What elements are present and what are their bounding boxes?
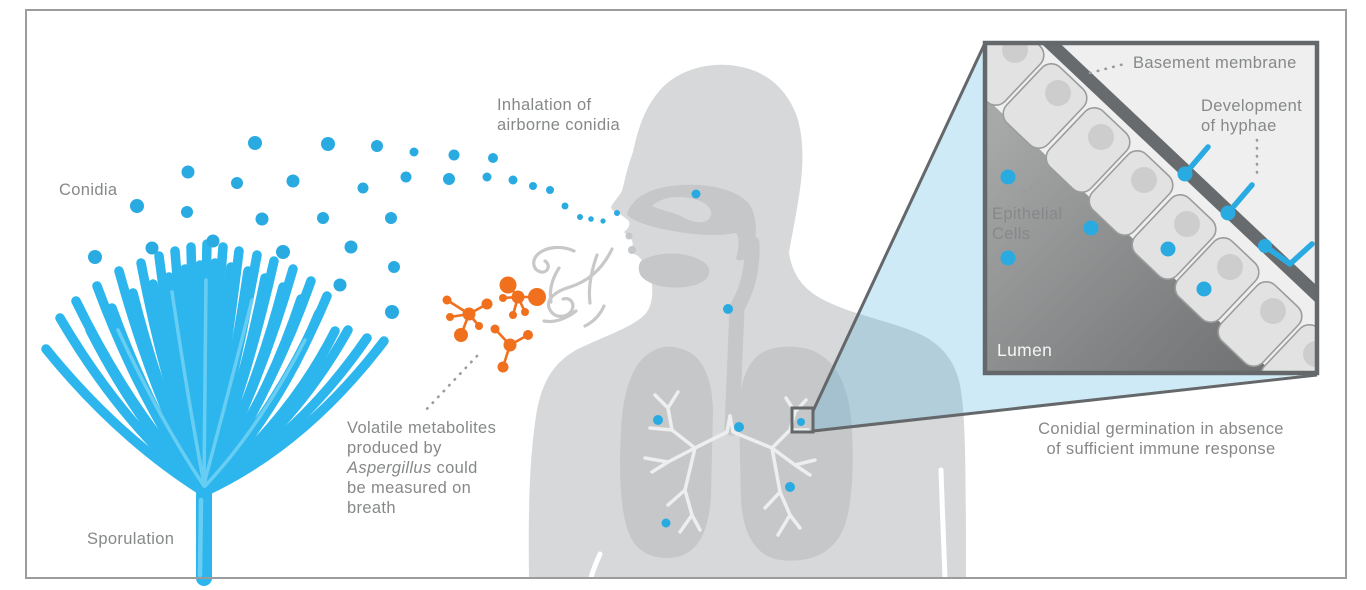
conidia-cloud-dots (88, 136, 460, 319)
hypha-icon (1262, 241, 1315, 267)
zoom-source-box (790, 406, 815, 434)
bronchial-tree-icon (643, 390, 817, 537)
hyphae-icons (1182, 144, 1315, 267)
sporulation-structure-icon (41, 239, 389, 586)
lungs-icon (620, 346, 853, 561)
hypha-icon (1225, 182, 1255, 216)
right-arm-crevice (938, 467, 948, 581)
tongue-icon (638, 253, 710, 288)
molecule-cluster-top (499, 276, 546, 319)
body-conidia-dots (653, 189, 805, 528)
metabolite-molecules-icon (442, 276, 546, 373)
inset-panel (982, 40, 1320, 376)
hypha-icon (1182, 144, 1211, 177)
figure-frame (25, 9, 1347, 579)
turbinate-icon (652, 197, 712, 223)
epithelial-cells-label: Epithelial Cells (992, 205, 1063, 243)
cell-nuclei (1002, 43, 1317, 367)
conidia-trail-dots (482, 153, 620, 224)
molecule-cluster-left (442, 295, 493, 342)
development-of-hyphae-label: Development of hyphae (1201, 97, 1303, 135)
basement-membrane-label: Basement membrane (1133, 54, 1297, 72)
conidia-label: Conidia (59, 181, 118, 199)
pharynx-trachea-icon (724, 235, 760, 436)
inset-caption: Conidial germination in absence of suffi… (1038, 420, 1284, 458)
sporulation-label: Sporulation (87, 530, 175, 548)
inset-border (982, 40, 1320, 376)
upper-lip-icon (625, 232, 633, 240)
basement-leader-dots (1088, 61, 1130, 75)
airway-icon (625, 184, 760, 436)
breath-swirl-icon (532, 245, 614, 328)
lower-lip-icon (628, 246, 636, 254)
left-arm-crevice (588, 551, 603, 581)
molecule-cluster-bottom (490, 324, 533, 373)
volatile-leader-dots (422, 354, 479, 414)
lumen-label: Lumen (997, 340, 1053, 360)
volatile-metabolites-note: Volatile metabolites produced by Aspergi… (347, 419, 497, 517)
inhalation-label: Inhalation of airborne conidia (497, 96, 621, 134)
